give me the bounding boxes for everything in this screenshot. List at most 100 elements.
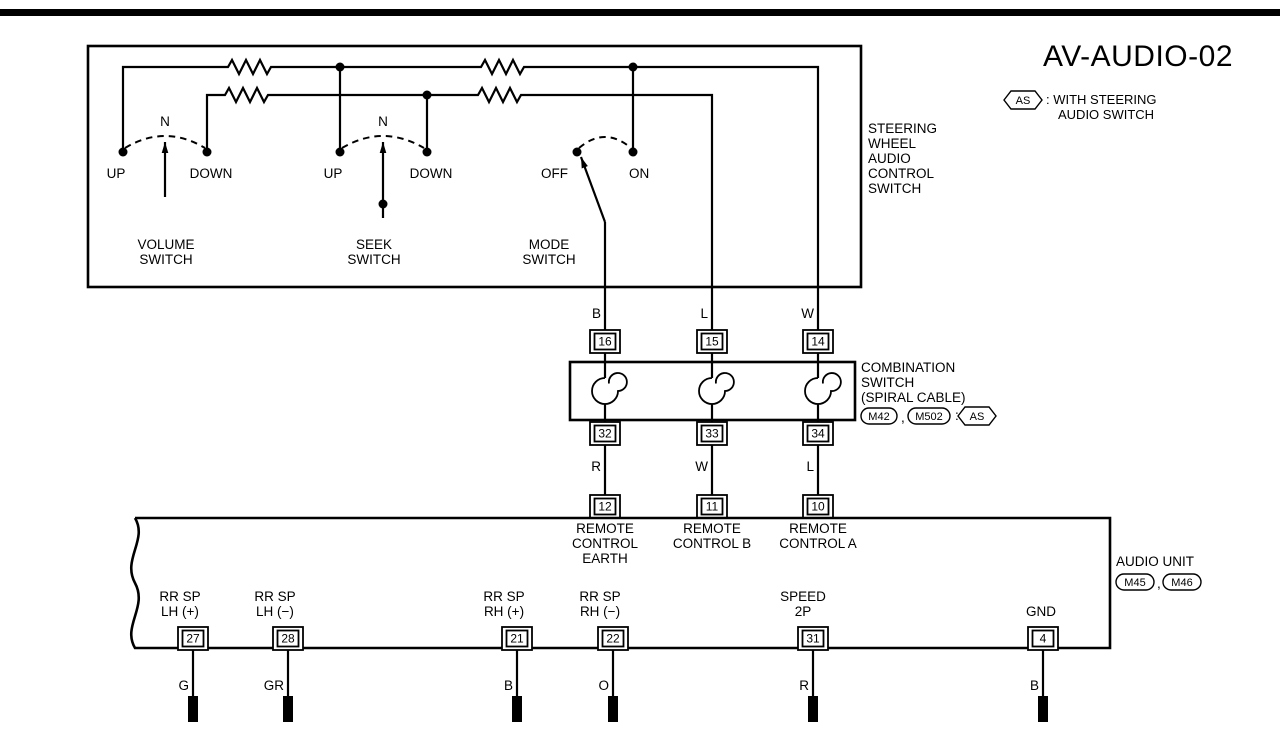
wire-color-label: R [591,459,601,474]
pin-number: 27 [186,632,200,646]
page-title: AV-AUDIO-02 [1043,40,1233,73]
terminal-label-line-1: SPEED [780,589,826,604]
pin-number: 11 [706,500,719,514]
legend-note-line-1: : WITH STEERING [1046,92,1157,107]
m42-badge [860,407,898,425]
connector-pin-16: 16 [589,329,621,354]
badge-separator: , [901,410,905,425]
connector-pin-15: 15 [696,329,728,354]
combination-switch-label-line-3: (SPIRAL CABLE) [861,390,966,405]
spiral-cable-wires [603,353,820,422]
volume-switch-arc [124,135,206,149]
steering-switch-box [86,44,863,289]
terminal-speed-2p: SPEED 2P 31 R [780,589,829,722]
terminal-riser-wires [338,67,635,152]
legend-note-line-2: AUDIO SWITCH [1058,107,1154,122]
remote-control-a-line-2: CONTROL A [779,536,857,551]
combination-switch-label-line-2: SWITCH [861,375,914,390]
as-badge-label: AS [1016,95,1031,107]
mode-off-terminal-dot [572,147,582,157]
connector-pin-12: 12 [589,494,621,519]
wire-stub [608,696,618,722]
wire-color-label: W [801,306,814,321]
pin-number: 33 [705,427,719,441]
seek-switch-name-line-2: SWITCH [347,252,400,267]
pin-number: 32 [598,427,612,441]
resistor-ladder-row-1 [121,57,820,330]
m45-badge-label: M45 [1124,577,1145,589]
top-rule [0,9,1280,16]
m42-badge-label: M42 [868,411,889,423]
terminal-label-line-2: LH (+) [161,604,199,619]
badge-separator: : [955,408,959,423]
wire-color-label: B [504,678,513,693]
pin-number: 31 [806,632,820,646]
wire-stub [188,696,198,722]
combination-switch: 16 15 14 COMBINATION SWITCH (SPIRAL CABL… [568,329,997,446]
pin-inner-box [601,629,625,648]
combination-switch-box [568,360,857,422]
volume-up-terminal-dot [118,147,128,157]
spiral-cable-icon [698,372,735,405]
terminal-rr-sp-lh-minus: RR SP LH (−) 28 GR [254,589,304,722]
steering-switch-label-line-1: STEERING [868,121,937,136]
pin-inner-box [276,629,300,648]
pin-inner-box [505,629,529,648]
seek-switch-name-line-1: SEEK [356,237,392,252]
connector-pin-34: 34 [802,421,834,446]
pin-number: 16 [598,335,612,349]
wire-color-label: B [592,306,601,321]
terminal-rr-sp-rh-plus: RR SP RH (+) 21 B [483,589,533,722]
mode-on-label: ON [629,166,649,181]
wire-stub [808,696,818,722]
remote-control-a-line-1: REMOTE [789,521,847,536]
pin-inner-box [700,497,724,516]
connector-pin-14: 14 [802,329,834,354]
m46-badge [1162,573,1202,591]
combination-switch-badges: M42 , M502 : AS [860,406,997,426]
mode-on-terminal-dot [628,147,638,157]
terminal-rr-sp-lh-plus: RR SP LH (+) 27 G [159,589,209,722]
wire-color-label: O [598,678,609,693]
volume-switch: N UP DOWN VOLUME SWITCH [107,114,233,267]
pin-number: 15 [705,335,719,349]
junction-dot [335,62,345,72]
audio-unit-box [129,516,1112,650]
pin-inner-box [593,424,617,443]
wire-color-label: B [1030,678,1039,693]
mode-switch: OFF ON MODE SWITCH [522,136,649,267]
volume-up-label: UP [107,166,126,181]
terminal-label-line-1: RR SP [159,589,200,604]
pin-inner-box [806,497,830,516]
wire-color-label: R [799,678,809,693]
remote-control-earth-line-3: EARTH [582,551,628,566]
steering-wheel-audio-control-switch: STEERING WHEEL AUDIO CONTROL SWITCH N UP… [86,44,937,330]
remote-control-b-line-1: REMOTE [683,521,741,536]
pin-inner-box [700,424,724,443]
wire-color-label: G [178,678,189,693]
connector-pin-10: 10 [802,494,834,519]
audio-unit-label: AUDIO UNIT [1116,554,1194,569]
pin-inner-box [593,497,617,516]
as-badge [957,406,997,426]
wire-color-label: GR [264,678,285,693]
harness-mid: R W L [591,445,820,495]
wire-color-label: L [806,459,814,474]
wire-stub [1038,696,1048,722]
mode-switch-arm [579,156,607,223]
terminal-label-line-2: LH (−) [256,604,294,619]
mode-off-label: OFF [541,166,568,181]
pin-inner-box [806,332,830,351]
audio-unit-badges: M45 , M46 [1115,573,1202,591]
terminal-label-line-2: RH (+) [484,604,524,619]
remote-control-earth-line-2: CONTROL [572,536,638,551]
junction-dot [628,62,638,72]
pin-inner-box [806,424,830,443]
steering-switch-label-line-2: WHEEL [868,136,917,151]
wire-stub [283,696,293,722]
remote-control-b-line-2: CONTROL B [673,536,751,551]
volume-switch-name-line-2: SWITCH [139,252,192,267]
seek-neutral-label: N [378,114,388,129]
junction-dot [422,90,432,100]
